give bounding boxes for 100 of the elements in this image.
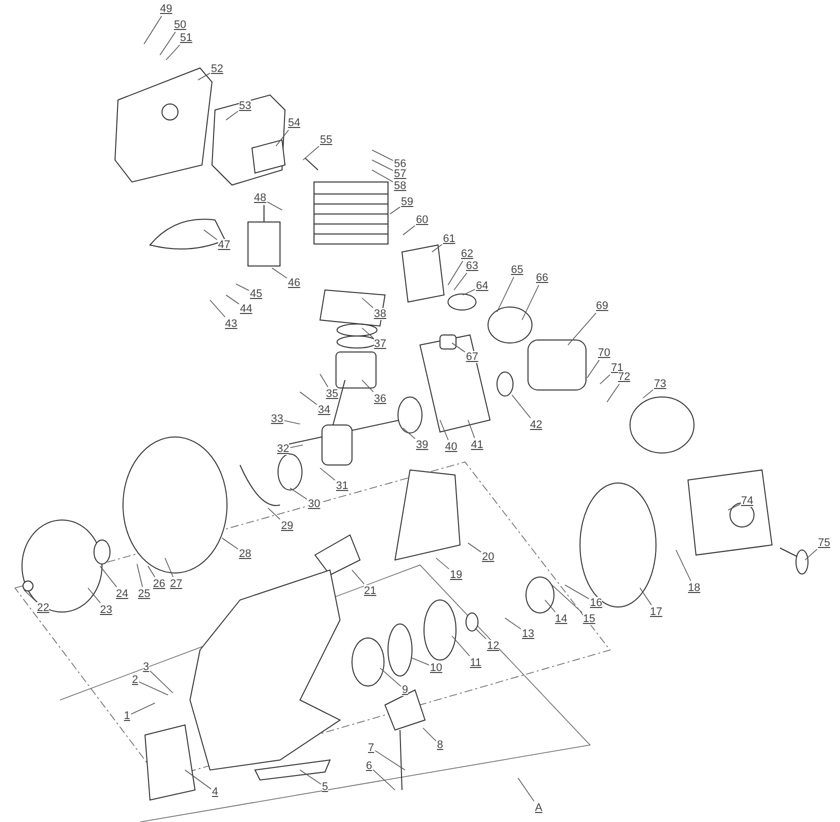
leader-line xyxy=(728,504,740,510)
callout-number: 31 xyxy=(336,480,348,492)
leader-line xyxy=(804,548,818,560)
callout-number: 70 xyxy=(598,347,610,359)
leader-line xyxy=(362,380,374,392)
leader-line xyxy=(402,428,416,440)
callout-number: 19 xyxy=(450,569,462,581)
callout-number: 41 xyxy=(471,439,484,451)
callout-number: 23 xyxy=(100,604,112,616)
leader-line xyxy=(452,636,470,656)
leader-line xyxy=(302,146,320,160)
callout-number: 17 xyxy=(650,606,662,618)
leader-line xyxy=(184,770,212,790)
callout-number: 4 xyxy=(212,786,218,798)
callout-number: 35 xyxy=(326,388,338,400)
leader-line xyxy=(160,32,176,56)
callout-number: 69 xyxy=(596,300,608,312)
callout-number: 6 xyxy=(366,760,372,772)
leader-line xyxy=(468,420,475,438)
callout-number: 18 xyxy=(688,582,700,594)
leader-line xyxy=(412,658,430,666)
leader-line xyxy=(222,538,238,550)
leader-line xyxy=(544,600,556,612)
leader-line xyxy=(468,542,482,552)
leader-line xyxy=(130,702,156,714)
callout-number: 9 xyxy=(402,684,408,696)
callout-number: 15 xyxy=(583,613,596,625)
leader-line xyxy=(372,160,394,171)
leader-line xyxy=(372,170,394,182)
callout-number: 56 xyxy=(394,158,406,170)
leader-line xyxy=(564,584,590,600)
callout-number: 27 xyxy=(170,578,182,590)
callout-number: 7 xyxy=(368,742,374,754)
callout-number: 12 xyxy=(487,640,500,652)
callout-number: 1 xyxy=(124,710,130,722)
leader-line xyxy=(210,300,226,318)
leader-line xyxy=(272,268,288,279)
leader-line xyxy=(552,584,582,613)
callout-number: 22 xyxy=(37,602,50,614)
callout-number: 26 xyxy=(153,578,166,590)
leader-line xyxy=(136,564,143,588)
leader-line xyxy=(512,394,531,418)
callout-number: 5 xyxy=(322,781,328,793)
leader-line xyxy=(642,389,654,398)
callout-number: 36 xyxy=(374,393,386,405)
leader-line xyxy=(568,312,596,346)
callout-number: 33 xyxy=(271,413,284,425)
leader-line xyxy=(448,260,464,286)
leader-line xyxy=(600,374,610,384)
leader-line xyxy=(198,72,210,80)
leader-line xyxy=(88,588,101,604)
callout-number: 28 xyxy=(239,548,252,560)
leader-line xyxy=(372,150,394,161)
callout-number: 38 xyxy=(374,308,386,320)
callout-number: 24 xyxy=(116,588,128,600)
callout-number: 13 xyxy=(522,628,534,640)
leader-line xyxy=(504,618,522,630)
leader-line xyxy=(362,328,374,338)
callout-number: 29 xyxy=(281,520,294,532)
leader-line xyxy=(522,284,540,320)
leader-line xyxy=(320,468,336,481)
leader-line xyxy=(226,110,238,120)
callout-number: 63 xyxy=(466,260,478,272)
callout-number: 44 xyxy=(240,303,252,315)
leader-line xyxy=(454,272,468,290)
leader-line xyxy=(164,558,174,578)
callout-number: 61 xyxy=(443,233,456,245)
leader-line xyxy=(284,420,300,424)
callout-number: 21 xyxy=(364,585,376,597)
leader-line xyxy=(300,392,318,406)
leader-line xyxy=(402,225,416,236)
leader-line xyxy=(352,570,364,584)
leader-line xyxy=(144,16,162,44)
callout-number: 45 xyxy=(250,288,262,300)
callout-number: 59 xyxy=(401,196,414,208)
leader-line xyxy=(422,728,436,742)
leader-line xyxy=(204,230,218,240)
callout-number: 57 xyxy=(394,168,406,180)
leader-line xyxy=(148,566,156,578)
callout-number: A xyxy=(535,802,542,814)
callout-number: 50 xyxy=(174,19,186,31)
callout-number: 30 xyxy=(308,498,320,510)
callout-number: 62 xyxy=(461,248,474,260)
callout-number: 72 xyxy=(618,371,630,383)
callout-number: 47 xyxy=(218,239,230,251)
callout-number: 25 xyxy=(138,588,150,600)
leader-line xyxy=(372,769,396,790)
leader-line xyxy=(276,130,289,146)
leader-line xyxy=(226,294,240,304)
callout-number: 14 xyxy=(555,613,568,625)
leader-line xyxy=(266,202,282,210)
leader-line xyxy=(24,590,36,602)
leader-line xyxy=(268,508,280,520)
leader-line xyxy=(606,384,620,402)
callout-number: 20 xyxy=(482,551,494,563)
leader-line xyxy=(320,374,328,388)
callout-number: 75 xyxy=(818,537,830,549)
leader-line xyxy=(518,778,534,802)
callout-number: 2 xyxy=(132,674,138,686)
callout-number: 64 xyxy=(476,280,488,292)
